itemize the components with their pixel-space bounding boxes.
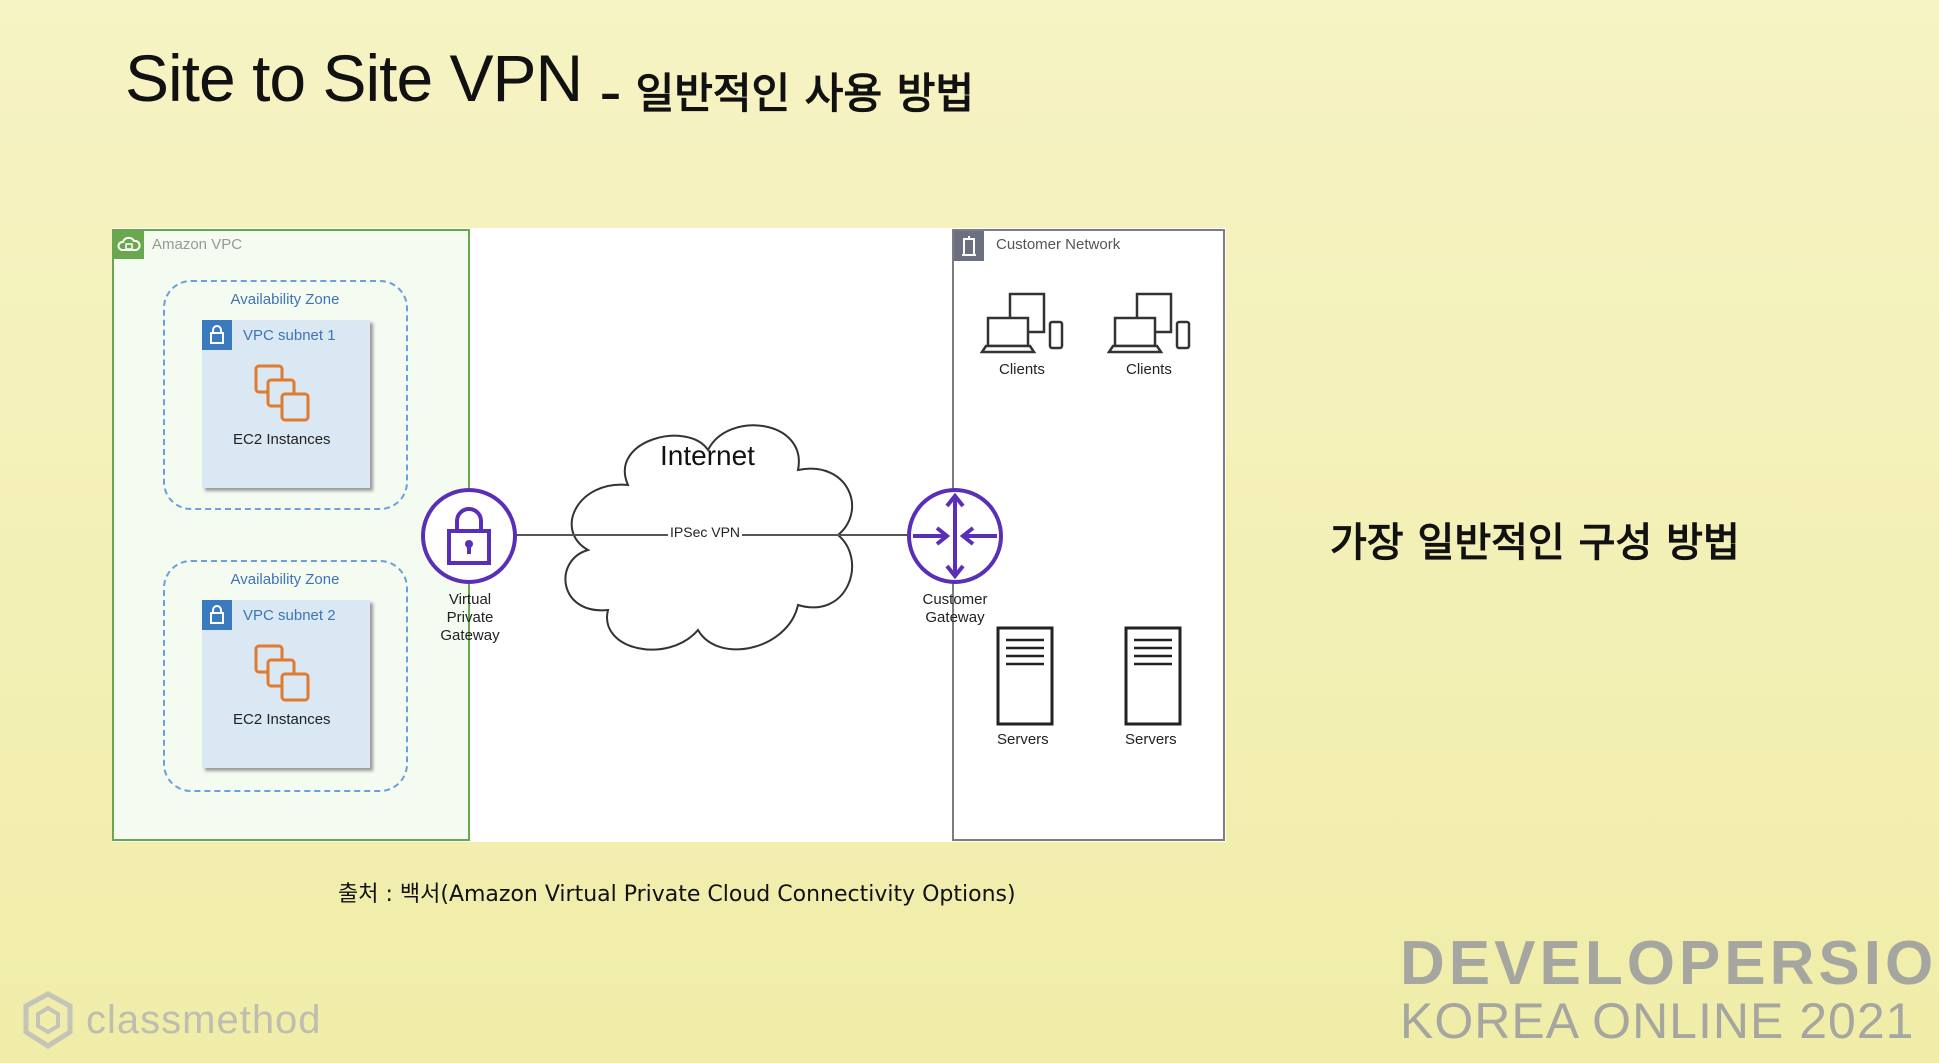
ec2-instances-1-label: EC2 Instances: [233, 431, 331, 448]
internet-label: Internet: [660, 440, 755, 471]
vpc-label: Amazon VPC: [152, 236, 243, 253]
right-side-text: 가장 일반적인 구성 방법: [1330, 520, 1740, 566]
vgw-label-line2: Private: [446, 609, 494, 626]
customer-gateway-icon: [905, 486, 1005, 591]
cgw-label: Customer Gateway: [905, 591, 1005, 627]
subnet-1-label: VPC subnet 1: [243, 327, 336, 344]
availability-zone-2: [163, 560, 408, 792]
cgw-label-line1: Customer: [922, 591, 988, 608]
availability-zone-1: [163, 280, 408, 510]
vgw-label: Virtual Private Gateway: [432, 591, 508, 645]
virtual-private-gateway-icon: [419, 486, 519, 591]
event-title-line1: DEVELOPERSIO: [1400, 929, 1938, 998]
cgw-label-line2: Gateway: [925, 609, 985, 626]
building-icon: [954, 231, 984, 261]
source-caption: 출처 : 백서(Amazon Virtual Private Cloud Con…: [338, 882, 1016, 907]
availability-zone-1-label: Availability Zone: [230, 291, 340, 308]
ec2-instances-2-icon: [254, 644, 318, 713]
slide-subtitle: – 일반적인 사용 방법: [600, 69, 974, 118]
vgw-label-line1: Virtual: [448, 591, 492, 608]
servers-2-icon: [1124, 626, 1182, 731]
availability-zone-2-label: Availability Zone: [230, 571, 340, 588]
servers-1-label: Servers: [997, 731, 1049, 748]
company-brand: classmethod: [86, 998, 322, 1042]
subnet-1-lock-icon: [202, 320, 232, 350]
subnet-2-lock-icon: [202, 600, 232, 630]
vpc-cloud-icon: [114, 231, 144, 259]
clients-2-label: Clients: [1126, 361, 1172, 378]
clients-1-label: Clients: [999, 361, 1045, 378]
servers-2-label: Servers: [1125, 731, 1177, 748]
ec2-instances-2-label: EC2 Instances: [233, 711, 331, 728]
ec2-instances-1-icon: [254, 364, 318, 433]
vgw-label-line3: Gateway: [440, 627, 500, 644]
slide-title: Site to Site VPN: [125, 41, 583, 115]
ipsec-vpn-label: IPSec VPN: [668, 524, 743, 540]
event-title-line2: KOREA ONLINE 2021: [1400, 993, 1915, 1049]
customer-network-label: Customer Network: [996, 236, 1121, 253]
classmethod-logo-icon: [20, 990, 76, 1055]
clients-1-icon: [979, 290, 1070, 365]
clients-2-icon: [1106, 290, 1197, 365]
subnet-2-label: VPC subnet 2: [243, 607, 336, 624]
servers-1-icon: [996, 626, 1054, 731]
